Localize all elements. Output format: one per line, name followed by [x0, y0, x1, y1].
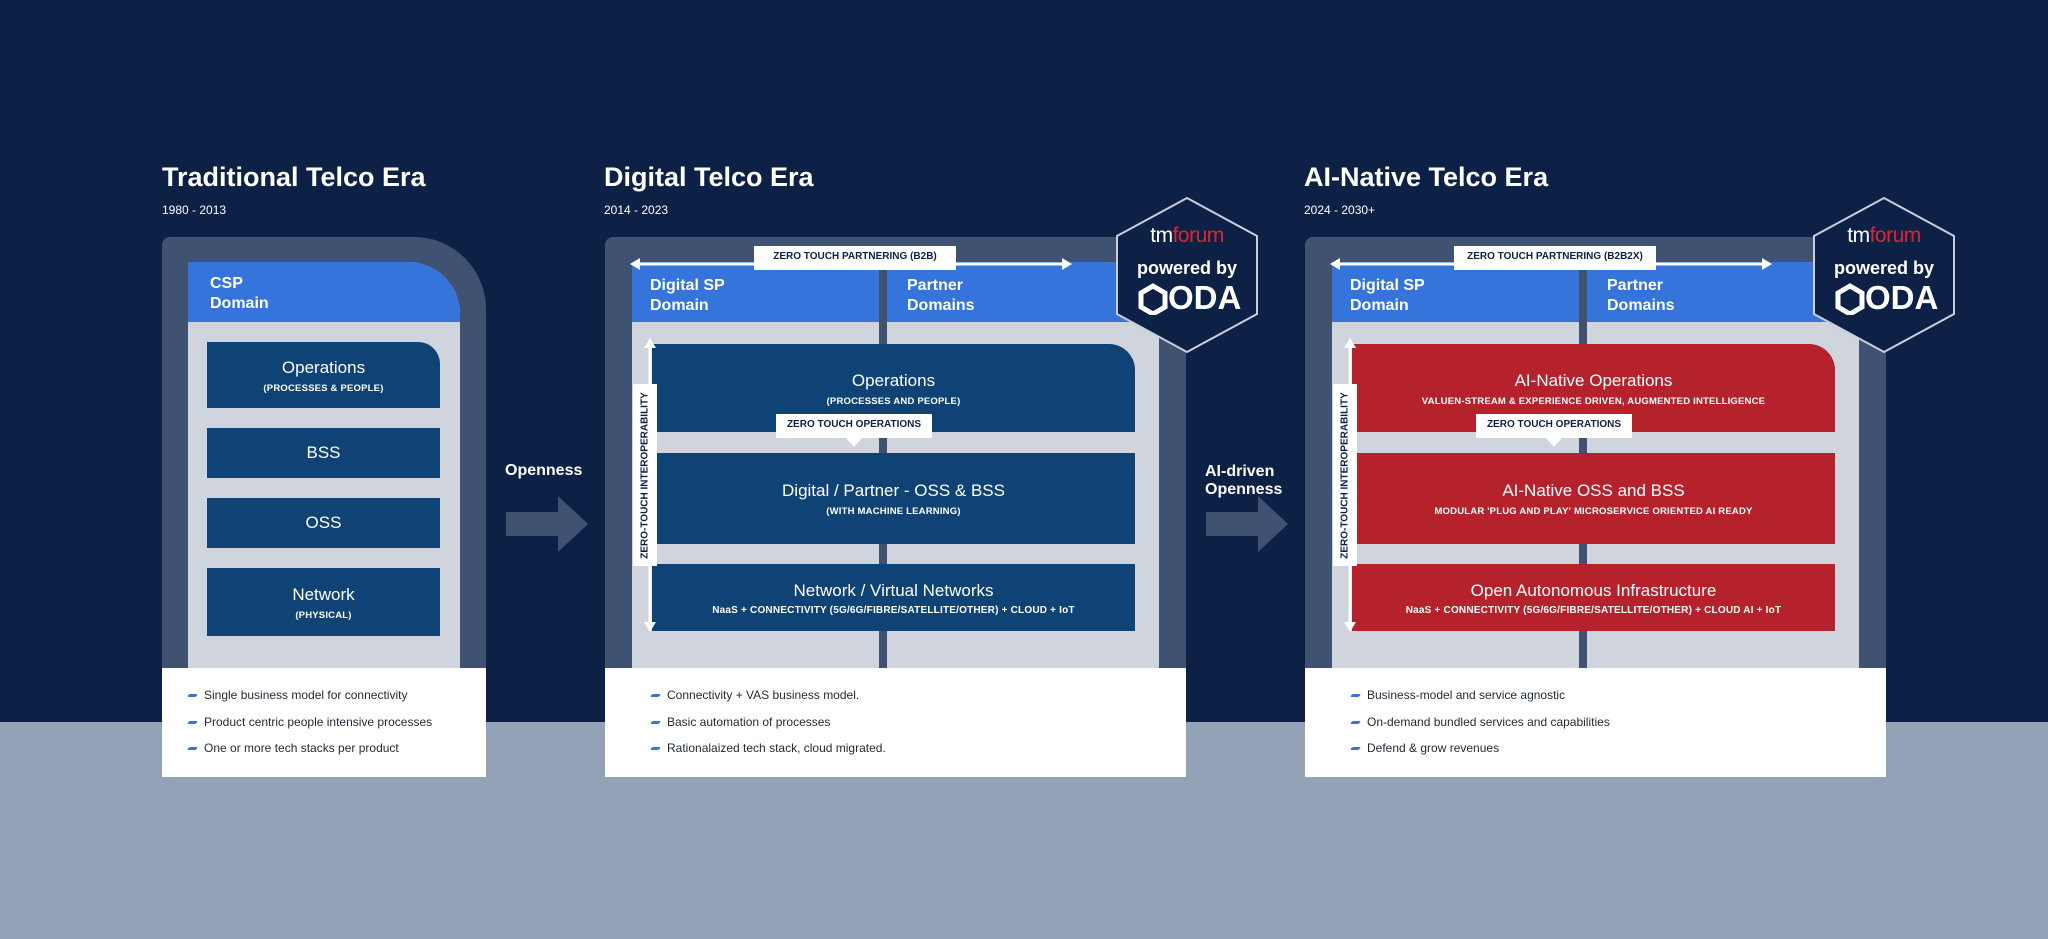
bullet-dash [1350, 720, 1361, 724]
bullet-item: One or more tech stacks per product [187, 738, 432, 765]
block-title: Operations [281, 357, 366, 377]
partner-domains-label: Partner Domains [907, 277, 975, 314]
forum-logo-text: forum [1869, 224, 1922, 247]
oda-hexagon-icon [1138, 283, 1168, 315]
bullet-dash [1350, 747, 1361, 750]
block-title: Open Autonomous Infrastructure [1470, 580, 1717, 600]
block-title: Operations [851, 370, 936, 390]
csp-domain-header: CSP Domain [188, 262, 460, 322]
block-title: Digital / Partner - OSS & BSS [782, 481, 1005, 500]
oda-logo-text: ODA [1168, 279, 1242, 316]
zero-touch-interoperability-label: ZERO-TOUCH INTEROPERABILITY [1333, 384, 1357, 566]
oda-badge: tmforum powered by ODA [1811, 196, 1957, 354]
oss-block: OSS [207, 498, 440, 548]
block-title: OSS [305, 513, 342, 532]
bullet-item: Basic automation of processes [650, 712, 886, 739]
forum-logo-text: forum [1172, 224, 1225, 247]
era-footer: Business-model and service agnostic On-d… [1305, 668, 1886, 777]
block-title: Network / Virtual Networks [793, 580, 994, 600]
digital-sp-domain-label: Digital SP Domain [1350, 277, 1425, 314]
bullet-item: Product centric people intensive process… [187, 712, 432, 739]
block-subtitle: NaaS + CONNECTIVITY (5G/6G/FIBRE/SATELLI… [712, 604, 1075, 616]
csp-domain-label: CSP Domain [210, 275, 269, 312]
tm-logo-text: tm [1150, 224, 1173, 247]
openness-label: Openness [505, 462, 583, 479]
bullet-dash [187, 694, 198, 697]
bullet-list: Single business model for connectivity P… [187, 685, 432, 765]
bullet-list: Connectivity + VAS business model. Basic… [650, 685, 886, 765]
bullet-item: Single business model for connectivity [187, 685, 432, 712]
block-title: AI-Native Operations [1514, 370, 1673, 390]
era-title: AI-Native Telco Era [1304, 162, 1549, 192]
block-title: Network [292, 584, 355, 604]
digital-sp-domain-label: Digital SP Domain [650, 277, 725, 314]
powered-by-text: powered by [1833, 258, 1935, 278]
era-title: Digital Telco Era [604, 162, 814, 192]
oda-hexagon-icon [1835, 283, 1865, 315]
block-subtitle: (PROCESSES & PEOPLE) [263, 382, 384, 394]
zero-touch-interoperability-label: ZERO-TOUCH INTEROPERABILITY [633, 384, 657, 566]
bullet-item: Rationalaized tech stack, cloud migrated… [650, 738, 886, 765]
era-years: 2024 - 2030+ [1304, 203, 1376, 217]
block-subtitle: NaaS + CONNECTIVITY (5G/6G/FIBRE/SATELLI… [1405, 604, 1782, 616]
domain-header: Digital SP Domain Partner Domains [632, 262, 1159, 322]
oda-logo-text: ODA [1865, 279, 1939, 316]
bullet-dash [1350, 694, 1361, 697]
era-title: Traditional Telco Era [162, 162, 426, 192]
era-years: 2014 - 2023 [604, 203, 669, 217]
block-subtitle: MODULAR 'PLUG AND PLAY' MICROSERVICE ORI… [1434, 506, 1753, 517]
bullet-dash [650, 694, 661, 697]
block-subtitle: (WITH MACHINE LEARNING) [826, 506, 961, 517]
era-years: 1980 - 2013 [162, 203, 227, 217]
block-subtitle: (PROCESSES AND PEOPLE) [826, 395, 961, 407]
block-subtitle: (PHYSICAL) [295, 609, 352, 621]
block-title: BSS [306, 443, 341, 462]
operations-block: Operations (PROCESSES & PEOPLE) [207, 342, 440, 408]
zero-touch-operations-label: ZERO TOUCH OPERATIONS [776, 414, 932, 438]
powered-by-text: powered by [1136, 258, 1238, 278]
partner-domains-label: Partner Domains [1607, 277, 1675, 314]
block-subtitle: VALUEN-STREAM & EXPERIENCE DRIVEN, AUGME… [1421, 395, 1766, 407]
bullet-dash [650, 720, 661, 724]
transition-arrow-icon [506, 496, 588, 552]
operations-notch-icon [1546, 438, 1562, 447]
block-title: AI-Native OSS and BSS [1502, 481, 1685, 500]
bss-block: BSS [207, 428, 440, 478]
era-footer: Single business model for connectivity P… [162, 668, 486, 777]
zero-touch-operations-label: ZERO TOUCH OPERATIONS [1476, 414, 1632, 438]
bullet-item: Business-model and service agnostic [1350, 685, 1610, 712]
transition-arrow-icon [1206, 496, 1288, 552]
oss-bss-block: Digital / Partner - OSS & BSS (WITH MACH… [652, 453, 1135, 544]
network-block: Network / Virtual Networks NaaS + CONNEC… [652, 564, 1135, 631]
domain-header: Digital SP Domain Partner Domains [1332, 262, 1859, 322]
bullet-dash [187, 747, 198, 750]
zero-touch-partnering-label: ZERO TOUCH PARTNERING (B2B2X) [1454, 246, 1656, 270]
tm-logo-text: tm [1847, 224, 1870, 247]
bullet-item: On-demand bundled services and capabilit… [1350, 712, 1610, 739]
bullet-dash [187, 720, 198, 724]
zero-touch-partnering-label: ZERO TOUCH PARTNERING (B2B) [754, 246, 956, 270]
bullet-list: Business-model and service agnostic On-d… [1350, 685, 1610, 765]
network-block: Network (PHYSICAL) [207, 568, 440, 636]
bullet-item: Defend & grow revenues [1350, 738, 1610, 765]
bullet-item: Connectivity + VAS business model. [650, 685, 886, 712]
ai-native-oss-bss-block: AI-Native OSS and BSS MODULAR 'PLUG AND … [1352, 453, 1835, 544]
ai-driven-openness-label: AI-driven Openness [1205, 463, 1283, 498]
operations-notch-icon [846, 438, 862, 447]
oda-badge: tmforum powered by ODA [1114, 196, 1260, 354]
era-footer: Connectivity + VAS business model. Basic… [605, 668, 1186, 777]
autonomous-infrastructure-block: Open Autonomous Infrastructure NaaS + CO… [1352, 564, 1835, 631]
bullet-dash [650, 747, 661, 750]
